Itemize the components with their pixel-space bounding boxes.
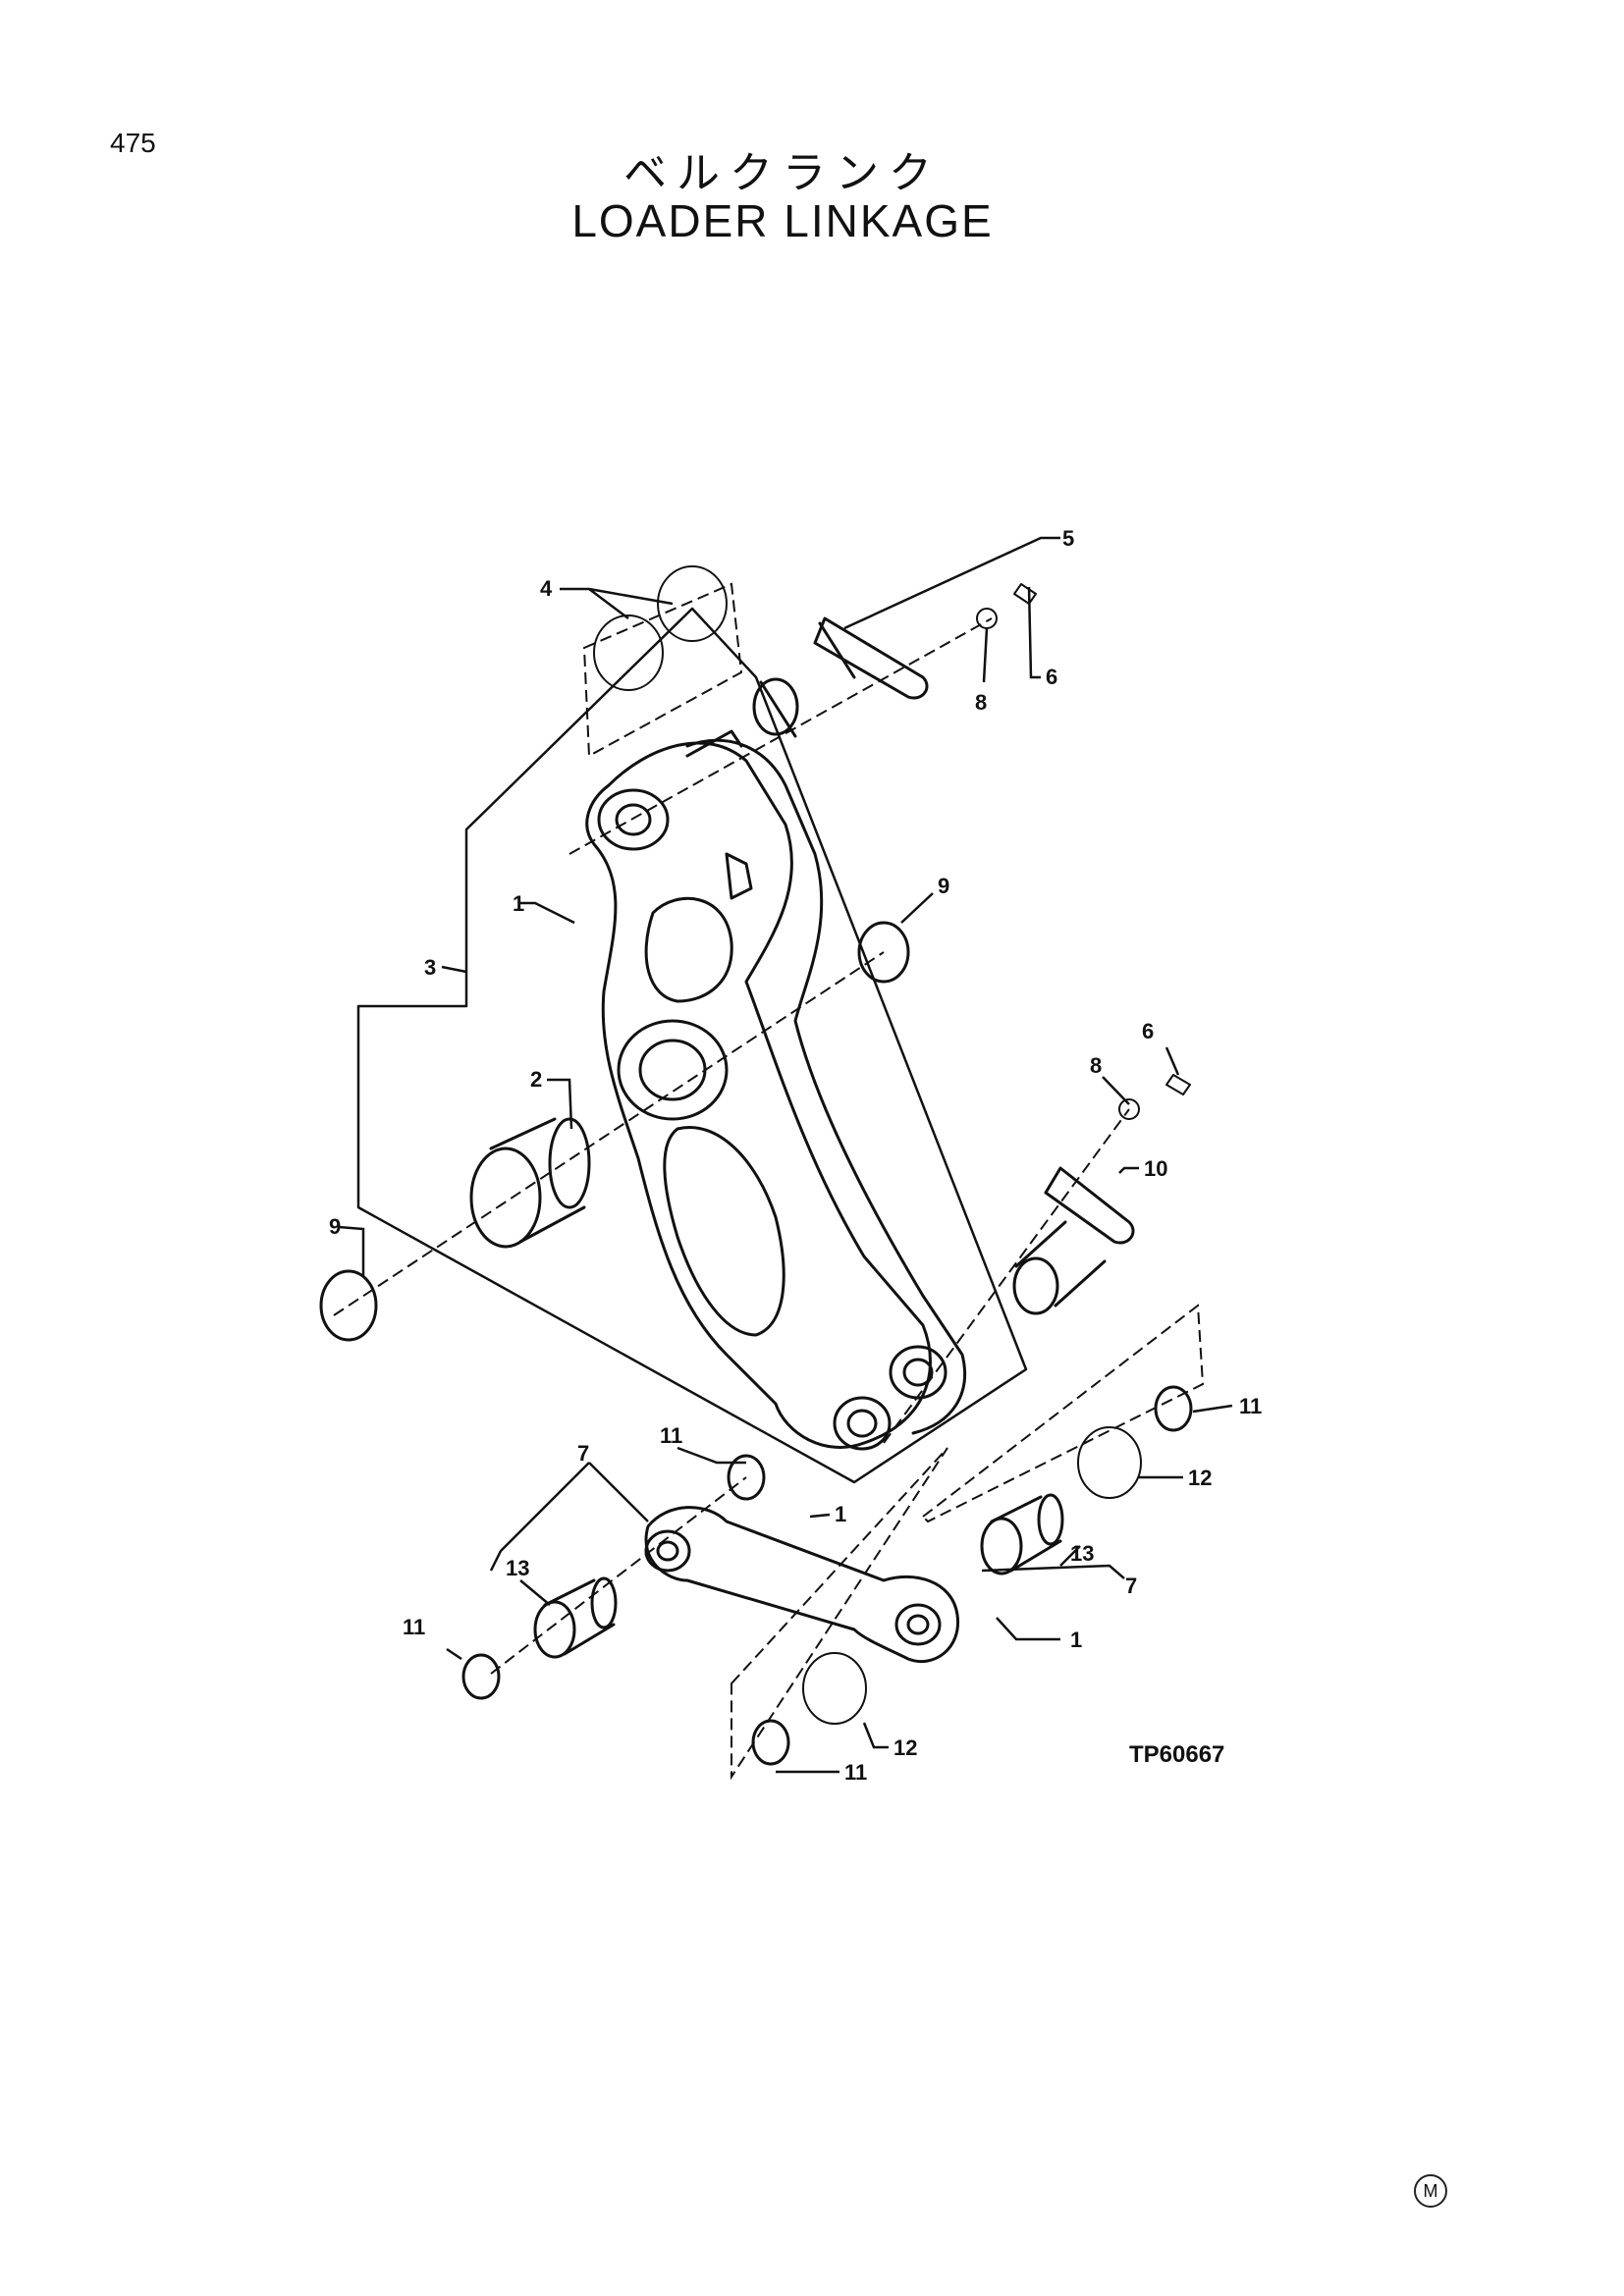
callout-1: 1	[513, 891, 524, 916]
centerline-link-box-left	[731, 1447, 948, 1781]
centerline-top	[568, 617, 993, 855]
callout-12: 12	[893, 1735, 917, 1760]
pin-part-5	[752, 616, 929, 738]
washer-part-12-bottom	[802, 1652, 867, 1725]
callout-8: 8	[975, 690, 987, 715]
link-bar-part	[644, 1506, 959, 1664]
ring-part-11-left	[461, 1653, 501, 1700]
callout-10: 10	[1144, 1156, 1167, 1181]
centerline-pin-10	[883, 1108, 1130, 1444]
callout-3: 3	[424, 955, 436, 980]
callout-13: 13	[506, 1556, 529, 1580]
callout-8: 8	[1090, 1053, 1102, 1078]
callout-1: 1	[1070, 1628, 1082, 1652]
callout-1: 1	[835, 1502, 846, 1526]
callout-13: 13	[1070, 1541, 1094, 1566]
bushing-part-13-left	[533, 1576, 618, 1659]
callout-12: 12	[1188, 1466, 1212, 1490]
centerline-upper-box	[582, 582, 743, 758]
callout-11: 11	[844, 1760, 867, 1785]
drawing-number: TP60667	[1129, 1741, 1224, 1768]
callout-6: 6	[1046, 665, 1057, 689]
washer-part-12-right	[1077, 1426, 1142, 1499]
callout-2: 2	[530, 1067, 542, 1092]
callout-11: 11	[1239, 1394, 1262, 1418]
bolt-part-6-top	[1013, 583, 1037, 605]
callout-5: 5	[1062, 526, 1074, 551]
bushing-part-2	[469, 1117, 591, 1249]
ring-part-9-right	[857, 921, 910, 984]
centerline-link-box-right	[921, 1304, 1205, 1523]
callout-7: 7	[1125, 1574, 1137, 1598]
bushing-part-13-right	[980, 1493, 1064, 1575]
bolt-part-6-mid	[1165, 1074, 1191, 1095]
pin-part-10	[1012, 1166, 1135, 1315]
callout-6: 6	[1142, 1019, 1154, 1043]
callout-4: 4	[540, 576, 553, 601]
callout-11: 11	[403, 1615, 425, 1639]
page-title: LOADER LINKAGE	[571, 195, 994, 246]
ring-part-9-left	[319, 1269, 378, 1342]
manufacturer-mark: M	[1414, 2174, 1447, 2208]
shim-part-4-a	[593, 614, 664, 691]
page-title-japanese: ベルクランク	[623, 148, 942, 198]
page-number: 475	[110, 128, 156, 158]
centerline-middle	[333, 951, 885, 1316]
ring-part-11-top	[727, 1454, 766, 1501]
washer-part-8-mid	[1118, 1098, 1140, 1120]
assembly-outline-3	[356, 607, 1028, 1484]
callout-9: 9	[329, 1214, 341, 1239]
callout-7: 7	[577, 1441, 589, 1466]
centerline-link	[490, 1476, 747, 1675]
shim-part-4-b	[657, 565, 728, 642]
bell-crank-part	[585, 729, 967, 1451]
ring-part-11-bottom	[751, 1719, 790, 1766]
callout-9: 9	[938, 874, 949, 898]
callout-11: 11	[660, 1423, 682, 1448]
